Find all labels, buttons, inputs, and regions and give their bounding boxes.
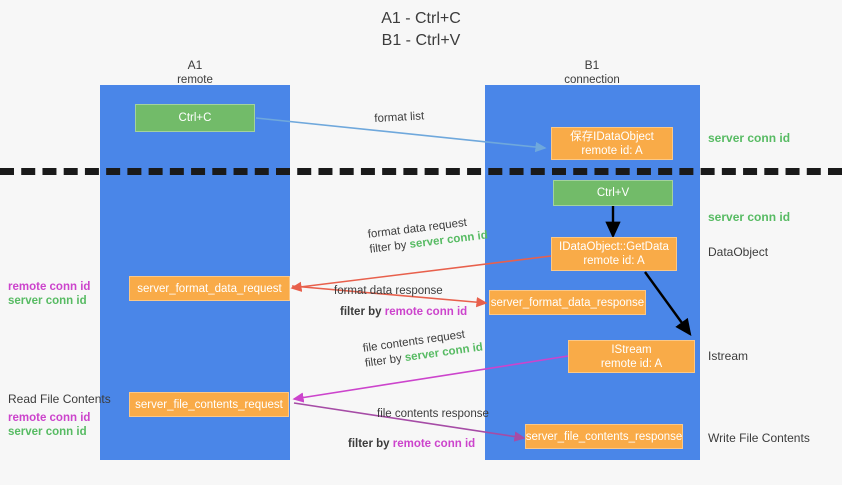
- edge-label-file-contents-response: file contents response: [377, 408, 489, 420]
- filter-prefix: filter by: [348, 438, 393, 450]
- column-b1-sub: connection: [564, 74, 620, 86]
- filter-term-remote-conn-id: remote conn id: [392, 438, 476, 450]
- box-server-file-contents-request[interactable]: server_file_contents_request: [129, 392, 289, 417]
- title-line-1: A1 - Ctrl+C: [381, 10, 461, 27]
- edge-label-format-list: format list: [374, 110, 425, 125]
- label-read-file-contents: Read File Contents: [8, 392, 111, 406]
- edge-label-file-contents-request: file contents request filter by server c…: [362, 325, 484, 371]
- box-server-format-data-response[interactable]: server_format_data_response: [489, 290, 646, 315]
- phase-separator-line: [0, 168, 842, 175]
- box-save-idataobject-label: 保存IDataObject: [570, 130, 654, 143]
- box-ctrl-v[interactable]: Ctrl+V: [553, 180, 673, 206]
- box-save-idataobject-sublabel: remote id: A: [581, 144, 643, 157]
- column-b1-name: B1: [584, 58, 600, 72]
- label-istream: Istream: [708, 349, 749, 363]
- filter-prefix: filter by: [340, 306, 385, 318]
- label-file-server-conn-id: server conn id: [8, 426, 87, 438]
- box-istream-label: IStream: [611, 343, 652, 356]
- label-dataobject: DataObject: [708, 245, 769, 259]
- box-server-file-contents-request-label: server_file_contents_request: [135, 398, 283, 411]
- label-file-remote-conn-id: remote conn id: [8, 412, 91, 424]
- filter-prefix: filter by: [368, 238, 411, 256]
- box-istream-sublabel: remote id: A: [600, 357, 663, 370]
- edge-label-format-data-request: format data request filter by server con…: [367, 214, 489, 258]
- box-istream[interactable]: IStream remote id: A: [568, 340, 695, 373]
- title-line-2: B1 - Ctrl+V: [381, 32, 461, 49]
- column-header-a1: A1 remote: [125, 58, 265, 88]
- filter-term-remote-conn-id: remote conn id: [384, 306, 468, 318]
- label-server-conn-id-second: server conn id: [708, 210, 791, 224]
- box-getdata-sublabel: remote id: A: [583, 255, 645, 267]
- column-header-b1: B1 connection: [522, 58, 662, 88]
- filter-prefix: filter by: [364, 352, 406, 370]
- box-server-format-data-request[interactable]: server_format_data_request: [129, 276, 290, 301]
- box-ctrl-c-label: Ctrl+C: [178, 112, 212, 124]
- edge-label-format-data-response: format data response filter by remote co…: [334, 284, 467, 320]
- label-server-conn-id-top: server conn id: [708, 131, 791, 145]
- box-ctrl-v-label: Ctrl+V: [596, 187, 630, 199]
- label-format-conn-stack: remote conn id server conn id: [8, 280, 98, 308]
- box-server-file-contents-response[interactable]: server_file_contents_response: [525, 424, 683, 449]
- box-idataobject-getdata[interactable]: IDataObject::GetData remote id: A: [551, 237, 677, 271]
- box-server-format-data-response-label: server_format_data_response: [490, 296, 645, 309]
- column-a1-name: A1: [187, 58, 203, 72]
- label-file-conn-stack: remote conn id server conn id: [8, 411, 98, 439]
- box-getdata-label: IDataObject::GetData: [559, 241, 669, 253]
- box-server-format-data-request-label: server_format_data_request: [137, 282, 282, 295]
- edge-label-file-contents-response-filter: filter by remote conn id: [348, 437, 475, 452]
- box-server-file-contents-response-label: server_file_contents_response: [525, 430, 683, 443]
- edge-label-format-data-response-text: format data response: [334, 285, 443, 297]
- page-title: A1 - Ctrl+C B1 - Ctrl+V: [0, 8, 842, 52]
- label-format-remote-conn-id: remote conn id: [8, 281, 91, 293]
- box-ctrl-c[interactable]: Ctrl+C: [135, 104, 255, 132]
- box-save-idataobject[interactable]: 保存IDataObject remote id: A: [551, 127, 673, 160]
- column-a1-sub: remote: [177, 74, 213, 86]
- edge-label-format-data-response-filter: filter by remote conn id: [340, 305, 467, 320]
- label-format-server-conn-id: server conn id: [8, 295, 87, 307]
- label-write-file-contents: Write File Contents: [708, 431, 810, 445]
